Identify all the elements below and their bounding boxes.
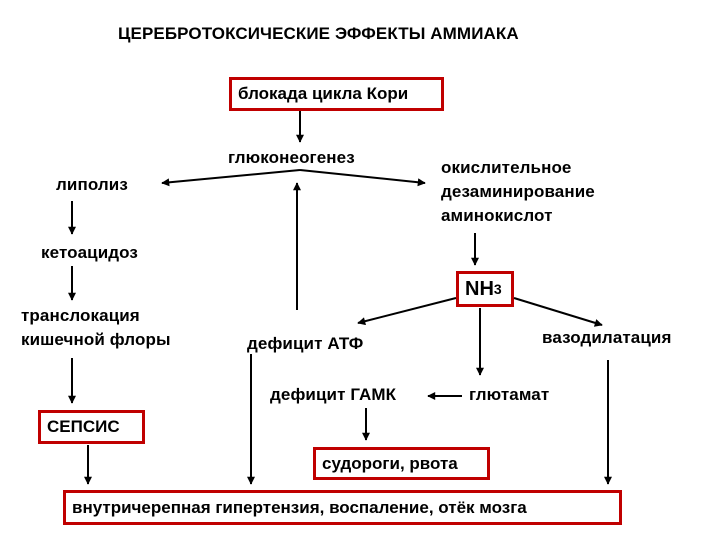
node-sepsis: СЕПСИС bbox=[38, 410, 145, 444]
node-hypertension-label: внутричерепная гипертензия, воспаление, … bbox=[72, 497, 527, 517]
node-cori-label: блокада цикла Кори bbox=[238, 84, 409, 103]
node-atp-deficit: дефицит АТФ bbox=[247, 334, 364, 353]
node-sepsis-label: СЕПСИС bbox=[47, 417, 120, 436]
node-nh3-label: NH bbox=[465, 277, 494, 300]
node-translocation-line2: кишечной флоры bbox=[21, 330, 171, 349]
node-ketoacidosis: кетоацидоз bbox=[41, 243, 138, 262]
arrow-nh3-to-atp bbox=[357, 297, 457, 326]
diagram-title: ЦЕРЕБРОТОКСИЧЕСКИЕ ЭФФЕКТЫ АММИАКА bbox=[118, 24, 519, 43]
node-nh3-subscript: 3 bbox=[493, 281, 502, 297]
arrow-gluconeogenesis-to-lipolysis bbox=[161, 169, 301, 187]
node-vasodilation: вазодилатация bbox=[542, 328, 672, 347]
node-gaba-deficit: дефицит ГАМК bbox=[270, 385, 397, 404]
node-seizures-label: судороги, рвота bbox=[322, 453, 458, 473]
node-lipolysis: липолиз bbox=[56, 175, 128, 194]
node-cori-cycle-block: блокада цикла Кори bbox=[229, 77, 444, 111]
node-oxidative-line1: окислительное bbox=[441, 158, 572, 177]
node-oxidative-line3: аминокислот bbox=[441, 206, 553, 225]
node-oxidative-line2: дезаминирование bbox=[441, 182, 595, 201]
arrow-nh3-to-vasodilation bbox=[513, 297, 603, 327]
node-seizures: судороги, рвота bbox=[313, 447, 490, 480]
node-intracranial-hypertension: внутричерепная гипертензия, воспаление, … bbox=[63, 490, 622, 525]
node-translocation-line1: транслокация bbox=[21, 306, 140, 325]
arrow-gluconeogenesis-to-oxidative bbox=[299, 169, 426, 187]
node-gluconeogenesis: глюконеогенез bbox=[228, 148, 355, 167]
node-glutamate: глютамат bbox=[469, 385, 550, 404]
